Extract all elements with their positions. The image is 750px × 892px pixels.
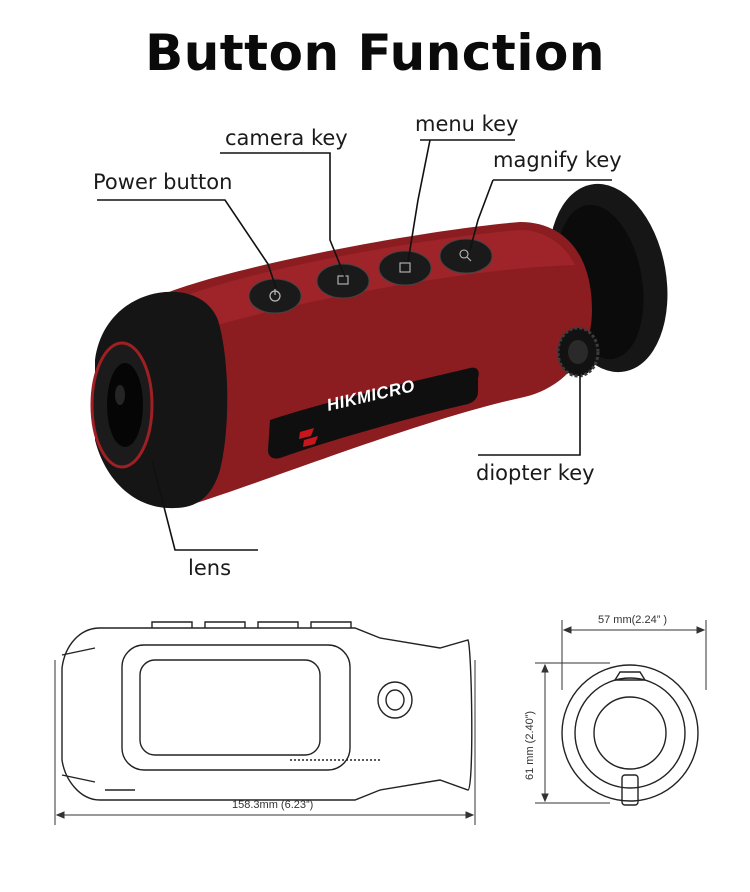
callout-lines bbox=[97, 139, 612, 551]
width-dimension-label: 57 mm(2.24” ) bbox=[598, 614, 668, 626]
page-title: Button Function bbox=[145, 24, 605, 82]
length-dimension bbox=[54, 660, 476, 825]
height-dimension bbox=[535, 662, 610, 804]
side-view-drawing bbox=[61, 621, 473, 801]
height-dimension-label: 61 mm (2.40”) bbox=[524, 710, 536, 780]
diopter-key-label: diopter key bbox=[476, 461, 595, 485]
camera-key-label: camera key bbox=[225, 126, 348, 150]
magnify-key-label: magnify key bbox=[493, 148, 622, 172]
power-button-label: Power button bbox=[93, 170, 233, 194]
thermal-monocular bbox=[90, 183, 668, 509]
width-dimension bbox=[561, 620, 707, 690]
menu-key-label: menu key bbox=[415, 112, 519, 136]
length-dimension-label: 158.3mm (6.23”) bbox=[232, 799, 314, 811]
front-view-drawing bbox=[561, 664, 699, 806]
lens-label: lens bbox=[188, 556, 232, 580]
